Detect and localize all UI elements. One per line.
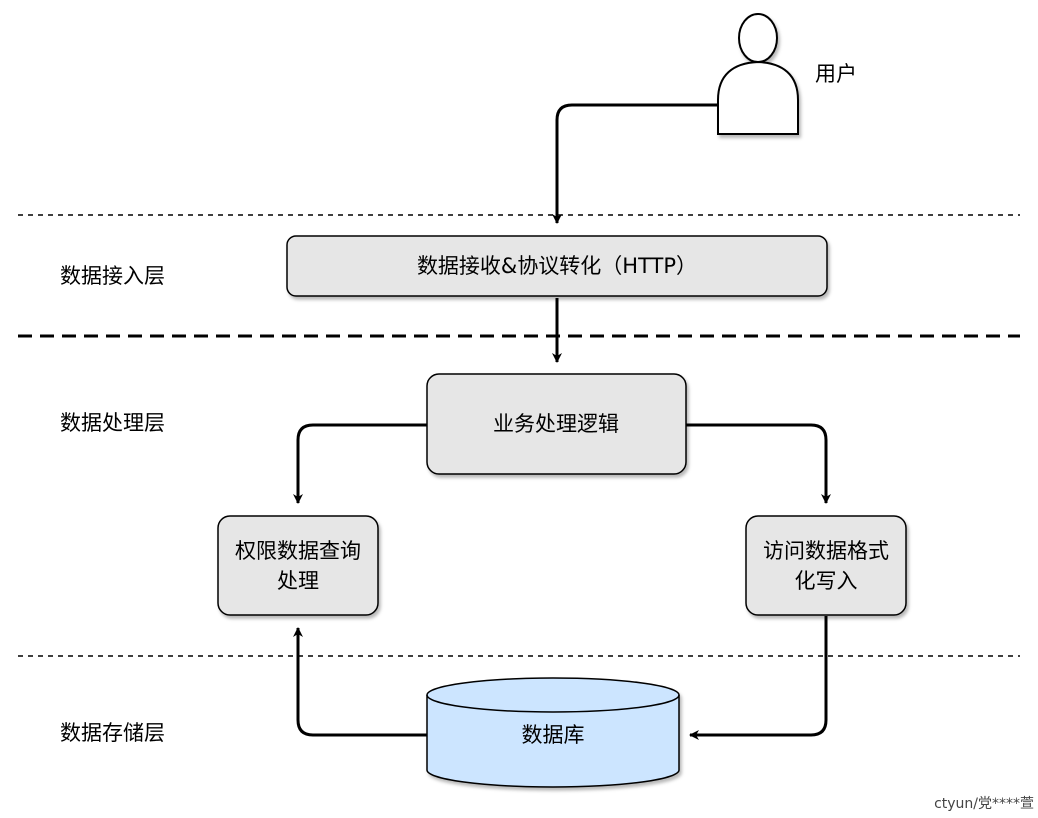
- access-box[interactable]: [286, 235, 828, 297]
- format-write-box[interactable]: [745, 515, 907, 616]
- user-label: 用户: [815, 62, 857, 86]
- permission-query-label-line1: 权限数据查询: [235, 539, 361, 563]
- database-rim-shape: [426, 694, 680, 713]
- layer-label-access: 数据接入层: [60, 264, 165, 288]
- database-label: 数据库: [522, 723, 585, 747]
- format-write-label-line2: 化写入: [795, 569, 858, 593]
- database-body-shape: [426, 677, 680, 788]
- user-head-shape: [738, 13, 778, 63]
- user-icon[interactable]: [717, 13, 799, 135]
- layer-label-storage: 数据存储层: [60, 721, 165, 745]
- permission-query-label-line2: 处理: [277, 569, 319, 593]
- business-logic-box[interactable]: [426, 373, 687, 475]
- permission-query-box[interactable]: [217, 515, 379, 616]
- layer-label-processing: 数据处理层: [60, 411, 165, 435]
- database-cylinder[interactable]: [426, 677, 680, 788]
- watermark-text: ctyun/党****萱: [934, 796, 1034, 812]
- edge-user-to-access: [552, 103, 718, 224]
- access-box-label: 数据接收&协议转化（HTTP）: [417, 254, 697, 278]
- edge-business-to-format: [686, 423, 831, 504]
- business-logic-label: 业务处理逻辑: [493, 412, 619, 436]
- edge-database-to-permission: [293, 627, 427, 737]
- format-write-label-line1: 访问数据格式: [763, 539, 889, 563]
- user-body-shape: [717, 60, 799, 135]
- edge-format-to-database: [689, 616, 828, 740]
- edge-business-to-permission: [293, 423, 427, 504]
